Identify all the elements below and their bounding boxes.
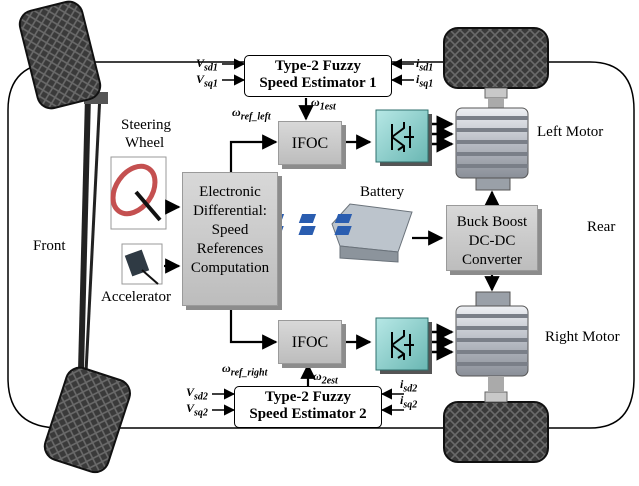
signal-isd2: isd2 bbox=[400, 377, 418, 395]
signal-isq1: isq1 bbox=[416, 72, 434, 90]
right-motor-graphic bbox=[455, 291, 529, 392]
ifoc-top-block: IFOC bbox=[278, 121, 342, 165]
ed-line2: Differential: bbox=[193, 203, 267, 219]
signal-vsd1: Vsd1 bbox=[196, 56, 218, 74]
phase-arrows-top bbox=[432, 115, 454, 153]
front-left-wheel bbox=[18, 0, 102, 110]
signal-w1-est: ω1est bbox=[311, 95, 336, 113]
steering-wheel-label-line2: Wheel bbox=[125, 135, 165, 151]
signal-isd1: isd1 bbox=[416, 56, 434, 74]
speed-estimator-2-block: Type-2 Fuzzy Speed Estimator 2 bbox=[234, 386, 382, 428]
right-motor-label: Right Motor bbox=[545, 329, 620, 345]
chassis-outline bbox=[7, 61, 635, 429]
steering-wheel-icon bbox=[110, 156, 167, 230]
speed-estimator-2-line1: Type-2 Fuzzy bbox=[265, 389, 351, 405]
signal-vsd2: Vsd2 bbox=[186, 385, 208, 403]
ed-line3: Speed bbox=[211, 222, 249, 238]
battery-label: Battery bbox=[360, 184, 405, 200]
signal-vsq1: Vsq1 bbox=[196, 72, 218, 90]
bottom-inverter-icon bbox=[375, 317, 432, 374]
ifoc-bottom-block: IFOC bbox=[278, 320, 342, 364]
converter-line2: DC-DC bbox=[468, 233, 516, 249]
speed-estimator-1-line2: Speed Estimator 1 bbox=[259, 75, 377, 91]
left-motor-label: Left Motor bbox=[537, 124, 604, 140]
top-inverter-icon bbox=[375, 109, 432, 166]
phase-arrows-bottom bbox=[432, 323, 454, 361]
front-axle bbox=[72, 92, 108, 413]
accelerator-icon bbox=[121, 243, 163, 285]
speed-estimator-2-line2: Speed Estimator 2 bbox=[249, 406, 367, 422]
left-motor-graphic bbox=[455, 98, 529, 191]
dc-dc-converter-block: Buck Boost DC-DC Converter bbox=[446, 205, 538, 271]
ed-line1: Electronic bbox=[199, 184, 261, 200]
speed-estimator-1-block: Type-2 Fuzzy Speed Estimator 1 bbox=[244, 55, 392, 97]
converter-line1: Buck Boost bbox=[456, 214, 528, 230]
electronic-differential-block: Electronic Differential: Speed Reference… bbox=[182, 172, 278, 306]
rear-right-wheel bbox=[443, 401, 549, 463]
battery-icon bbox=[266, 203, 413, 263]
signal-w2-est: ω2est bbox=[313, 369, 338, 387]
converter-line3: Converter bbox=[462, 252, 522, 268]
signal-w-ref-left: ωref_left bbox=[232, 105, 271, 123]
rear-left-wheel bbox=[443, 27, 549, 89]
front-label: Front bbox=[33, 238, 66, 254]
steering-wheel-label-line1: Steering bbox=[121, 117, 171, 133]
rear-label: Rear bbox=[587, 219, 616, 235]
signal-isq2: isq2 bbox=[400, 393, 418, 411]
ed-line5: Computation bbox=[190, 260, 270, 276]
signal-vsq2: Vsq2 bbox=[186, 401, 208, 419]
accelerator-label: Accelerator bbox=[101, 289, 171, 305]
ed-line4: References bbox=[196, 241, 264, 257]
speed-estimator-1-line1: Type-2 Fuzzy bbox=[275, 58, 361, 74]
signal-w-ref-right: ωref_right bbox=[222, 361, 268, 379]
front-right-wheel bbox=[43, 366, 131, 474]
